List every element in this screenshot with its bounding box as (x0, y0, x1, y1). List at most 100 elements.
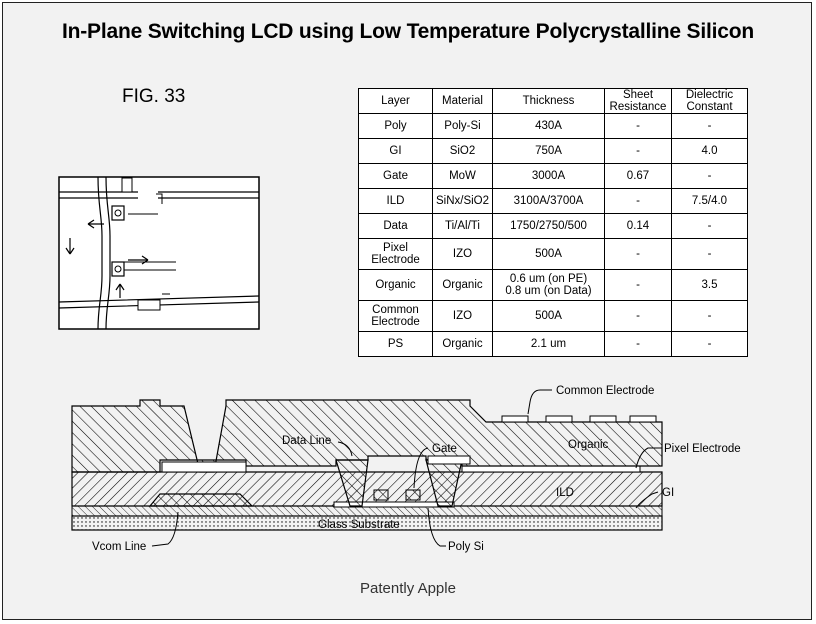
poly-si (333, 501, 455, 508)
table-cell: - (671, 113, 748, 139)
table-cell: 3100A/3700A (492, 188, 605, 214)
table-cell: Pixel Electrode (358, 238, 433, 270)
table-cell: ILD (358, 188, 433, 214)
gate-block (405, 489, 421, 501)
table-cell: PS (358, 331, 433, 357)
table-cell: - (604, 188, 672, 214)
table-cell: - (671, 238, 748, 270)
label-glass-substrate: Glass Substrate (318, 519, 400, 531)
table-cell: 430A (492, 113, 605, 139)
table-cell: - (604, 138, 672, 164)
table-cell: - (671, 213, 748, 239)
arrow-down-icon (65, 238, 75, 255)
page-title: In-Plane Switching LCD using Low Tempera… (62, 20, 754, 43)
table-header-row: Layer Material Thickness Sheet Resistanc… (358, 88, 748, 114)
table-cell: - (671, 331, 748, 357)
table-cell: - (604, 300, 672, 332)
common-electrode (629, 415, 657, 423)
cross-section-diagram: Common Electrode Data Line Gate Organic … (71, 385, 741, 553)
layer-table: Layer Material Thickness Sheet Resistanc… (358, 88, 748, 357)
leader-gi (635, 491, 659, 509)
right-corner-line (156, 193, 170, 295)
column-header: Thickness (492, 88, 605, 114)
tft-top (111, 205, 125, 221)
gate-block (373, 489, 389, 501)
table-cell: - (671, 300, 748, 332)
table-cell: Common Electrode (358, 300, 433, 332)
table-cell: Poly-Si (432, 113, 493, 139)
table-cell: Organic (432, 269, 493, 301)
table-cell: Gate (358, 163, 433, 189)
table-cell: 500A (492, 238, 605, 270)
column-header: Layer (358, 88, 433, 114)
leader-gate (413, 447, 429, 489)
label-organic: Organic (568, 439, 609, 451)
vcom-line (148, 493, 254, 507)
table-cell: SiO2 (432, 138, 493, 164)
table-cell: MoW (432, 163, 493, 189)
label-common-electrode: Common Electrode (556, 385, 654, 397)
footer-credit: Patently Apple (360, 580, 456, 597)
label-gate: Gate (432, 443, 457, 455)
leader-common-electrode (527, 389, 552, 415)
label-vcom-line: Vcom Line (92, 541, 146, 553)
table-cell: Data (358, 213, 433, 239)
column-header: Dielectric Constant (671, 88, 748, 114)
leader-vcom-line (151, 511, 179, 547)
table-cell: 2.1 um (492, 331, 605, 357)
arrow-left-icon (87, 219, 104, 229)
column-header: Sheet Resistance (604, 88, 672, 114)
table-cell: Organic (432, 331, 493, 357)
table-cell: - (671, 163, 748, 189)
table-cell: GI (358, 138, 433, 164)
table-cell: Ti/Al/Ti (432, 213, 493, 239)
table-cell: - (604, 238, 672, 270)
table-cell: 1750/2750/500 (492, 213, 605, 239)
table-cell: Organic (358, 269, 433, 301)
table-cell: 3.5 (671, 269, 748, 301)
figure-label: FIG. 33 (122, 86, 186, 107)
leader-poly-si (427, 507, 446, 547)
pixel-electrode (461, 465, 641, 473)
data-pad (161, 461, 247, 473)
organic-layer (71, 399, 663, 473)
table-cell: - (604, 331, 672, 357)
table-cell: SiNx/SiO2 (432, 188, 493, 214)
arrow-up-icon (115, 283, 125, 298)
common-electrode (545, 415, 573, 423)
table-cell: 7.5/4.0 (671, 188, 748, 214)
table-cell: 500A (492, 300, 605, 332)
leader-data-line (337, 441, 353, 457)
pixel-layout-drawing (58, 176, 260, 330)
table-cell: 3000A (492, 163, 605, 189)
gate-pad-top (121, 177, 133, 193)
column-header: Material (432, 88, 493, 114)
label-gi: GI (662, 487, 674, 499)
label-poly-si: Poly Si (448, 541, 484, 553)
table-cell: 0.67 (604, 163, 672, 189)
table-cell: 750A (492, 138, 605, 164)
data-line (97, 176, 111, 330)
table-cell: IZO (432, 238, 493, 270)
tft-bottom (111, 261, 125, 277)
table-cell: IZO (432, 300, 493, 332)
contact-hole (114, 209, 122, 217)
common-electrode (589, 415, 617, 423)
table-cell: 0.14 (604, 213, 672, 239)
gate-pad-bottom (137, 299, 161, 311)
table-cell: - (604, 269, 672, 301)
table-cell: 4.0 (671, 138, 748, 164)
table-cell: - (604, 113, 672, 139)
label-ild: ILD (556, 487, 574, 499)
label-pixel-electrode: Pixel Electrode (664, 443, 741, 455)
